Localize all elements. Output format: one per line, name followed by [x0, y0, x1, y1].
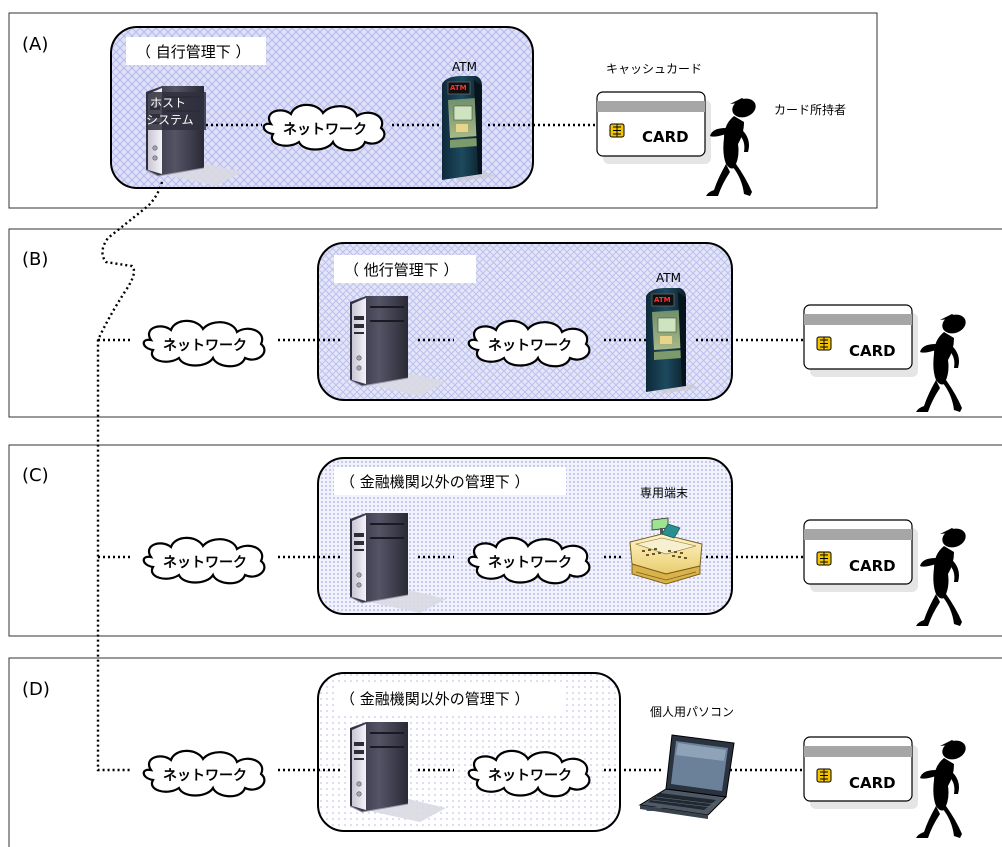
region-c-box: [317, 457, 733, 615]
panel-a-border: [8, 12, 878, 209]
laptop-label: 個人用パソコン: [650, 705, 734, 719]
card-b: [803, 304, 919, 378]
panel-c-label: (C): [22, 465, 49, 486]
card-text-c: CARD: [849, 557, 896, 575]
network-label-b1: ネットワーク: [163, 338, 247, 354]
person-icon-b: [916, 311, 969, 412]
panel-b-border: [8, 228, 1002, 418]
region-b-title: （ 他行管理下 ）: [344, 261, 459, 279]
card-title-a: キャッシュカード: [606, 62, 702, 76]
card-text-b: CARD: [849, 342, 896, 360]
host-label-line2: システム: [146, 113, 194, 127]
person-icon-a: [706, 95, 759, 196]
card-c: [803, 519, 919, 593]
panel-b-label: (B): [22, 249, 48, 270]
person-icon-c: [916, 525, 969, 626]
card-text-d: CARD: [849, 774, 896, 792]
laptop-icon: [639, 734, 735, 820]
panel-c-border: [8, 444, 1002, 637]
atm-screen-a: ATM: [450, 84, 467, 92]
atm-label-a: ATM: [452, 60, 477, 74]
card-text-a: CARD: [642, 128, 689, 146]
region-a-box: [110, 26, 534, 189]
network-label-c2: ネットワーク: [488, 555, 572, 571]
region-a-title: （ 自行管理下 ）: [136, 43, 251, 61]
panel-d-border: [8, 657, 1002, 847]
card-d: [803, 736, 919, 810]
region-d-title: （ 金融機関以外の管理下 ）: [340, 690, 530, 708]
panel-d-label: (D): [22, 679, 50, 700]
network-label-d2: ネットワーク: [488, 768, 572, 784]
dotted-connections: [96, 123, 803, 772]
person-icon-d: [916, 737, 969, 838]
network-label-c1: ネットワーク: [163, 555, 247, 571]
atm-screen-b: ATM: [654, 296, 671, 304]
atm-label-b: ATM: [656, 271, 681, 285]
terminal-label: 専用端末: [640, 486, 688, 500]
network-label-a: ネットワーク: [283, 122, 367, 138]
region-c-title: （ 金融機関以外の管理下 ）: [340, 473, 530, 491]
holder-label: カード所持者: [774, 102, 846, 117]
host-label-line1: ホスト: [150, 96, 186, 110]
network-label-d1: ネットワーク: [163, 768, 247, 784]
panel-a-label: (A): [22, 34, 48, 55]
network-label-b2: ネットワーク: [488, 338, 572, 354]
